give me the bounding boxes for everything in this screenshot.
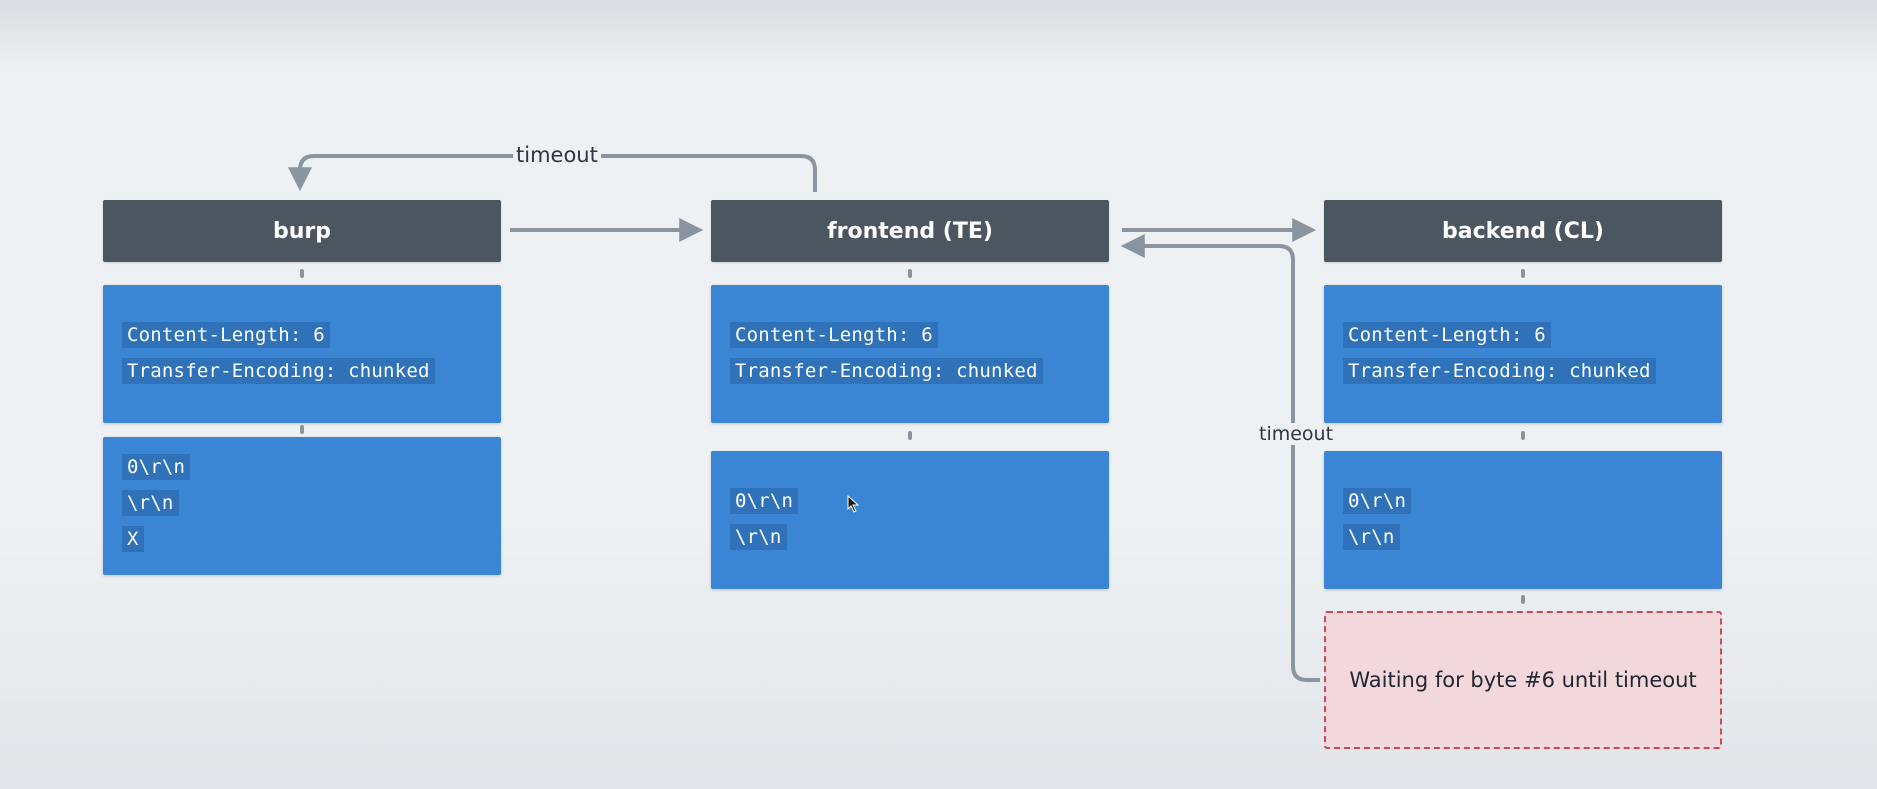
body-line: \r\n <box>1343 524 1400 550</box>
connector <box>1521 269 1525 278</box>
burp-body-card: 0\r\n \r\n X <box>103 437 501 575</box>
connector <box>300 269 304 278</box>
backend-headers-card: Content-Length: 6 Transfer-Encoding: chu… <box>1324 285 1722 423</box>
timeout-arrow-return <box>1120 234 1320 682</box>
waiting-timeout-box: Waiting for byte #6 until timeout <box>1324 611 1722 749</box>
burp-headers-card: Content-Length: 6 Transfer-Encoding: chu… <box>103 285 501 423</box>
timeout-label-top: timeout <box>513 143 601 167</box>
body-line: 0\r\n <box>122 454 191 480</box>
frontend-body-card: 0\r\n \r\n <box>711 451 1109 589</box>
header-line: Transfer-Encoding: chunked <box>730 358 1043 384</box>
connector <box>908 269 912 278</box>
body-line: \r\n <box>122 490 179 516</box>
backend-body-card: 0\r\n \r\n <box>1324 451 1722 589</box>
body-line: X <box>122 526 144 552</box>
body-line: 0\r\n <box>730 488 799 514</box>
header-line: Content-Length: 6 <box>730 322 938 348</box>
frontend-header: frontend (TE) <box>711 200 1109 262</box>
body-line: \r\n <box>730 524 787 550</box>
header-line: Transfer-Encoding: chunked <box>1343 358 1656 384</box>
header-line: Content-Length: 6 <box>1343 322 1551 348</box>
header-line: Content-Length: 6 <box>122 322 330 348</box>
burp-header: burp <box>103 200 501 262</box>
mouse-cursor-icon <box>847 495 860 513</box>
connector <box>300 425 304 434</box>
body-line: 0\r\n <box>1343 488 1412 514</box>
backend-header: backend (CL) <box>1324 200 1722 262</box>
frontend-headers-card: Content-Length: 6 Transfer-Encoding: chu… <box>711 285 1109 423</box>
connector <box>908 431 912 440</box>
header-line: Transfer-Encoding: chunked <box>122 358 435 384</box>
timeout-label-side: timeout <box>1256 423 1337 445</box>
connector <box>1521 431 1525 440</box>
connector <box>1521 595 1525 604</box>
